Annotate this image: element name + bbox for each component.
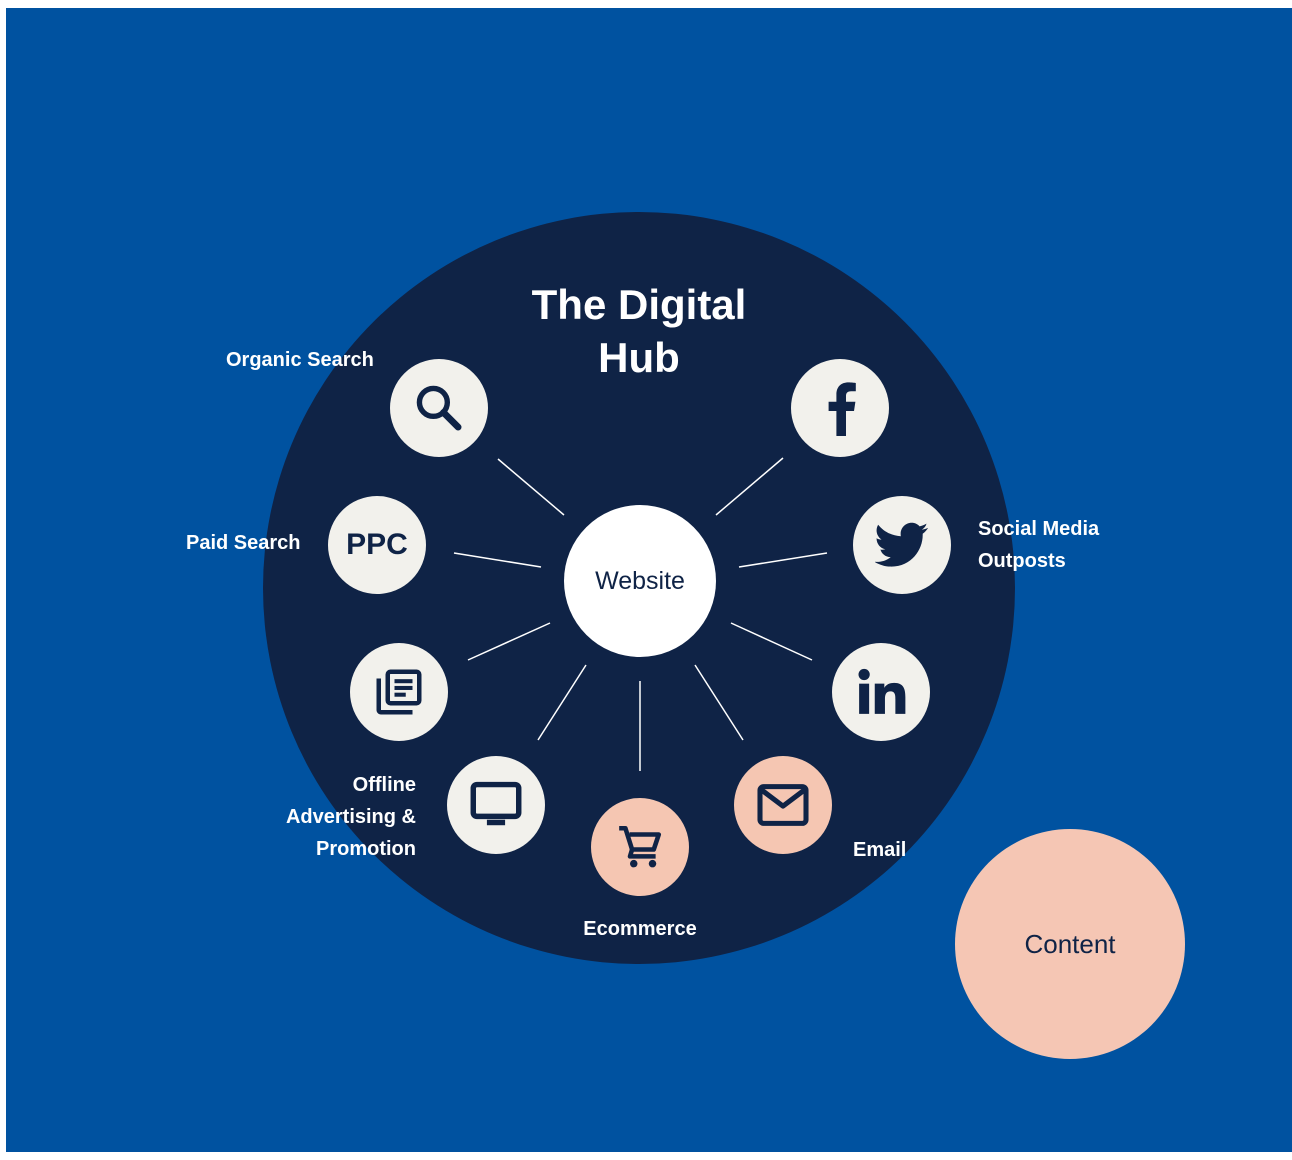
spoke-linkedin [730,622,813,661]
spoke-print [467,622,551,661]
content-label: Content [1024,928,1116,959]
label-paid-search: Paid Search [186,532,301,554]
ecommerce-node [591,798,689,896]
envelope-icon [757,784,809,826]
print-node [350,643,448,741]
linkedin-node [832,643,930,741]
spoke-offline [537,664,587,741]
organic-search-node [390,359,488,457]
label-organic-search: Organic Search [226,349,374,371]
twitter-node [853,496,951,594]
spoke-organic-search [497,458,565,516]
label-social-media: Social Media Outposts [978,518,1100,572]
twitter-icon [875,522,929,567]
label-ecommerce: Ecommerce [583,918,697,940]
facebook-icon [828,382,856,436]
spoke-email [694,664,744,741]
facebook-node [791,359,889,457]
offline-node [447,756,545,854]
hub-title: The Digital Hub [531,281,747,381]
content-circle: Content [955,829,1185,1059]
search-icon [416,385,462,431]
linkedin-icon [858,668,906,714]
website-label: Website [595,566,685,595]
label-offline: Offline Advertising & Promotion [285,774,416,860]
website-node: Website [564,505,716,657]
ppc-node: PPC [328,496,426,594]
email-node [734,756,832,854]
cart-icon [619,825,662,868]
ppc-label: PPC [346,528,408,561]
spoke-facebook [715,457,784,516]
monitor-icon [470,781,522,826]
label-email: Email [853,839,907,861]
spoke-twitter [738,552,828,568]
newspaper-icon [376,669,422,715]
spoke-ppc [453,552,542,568]
